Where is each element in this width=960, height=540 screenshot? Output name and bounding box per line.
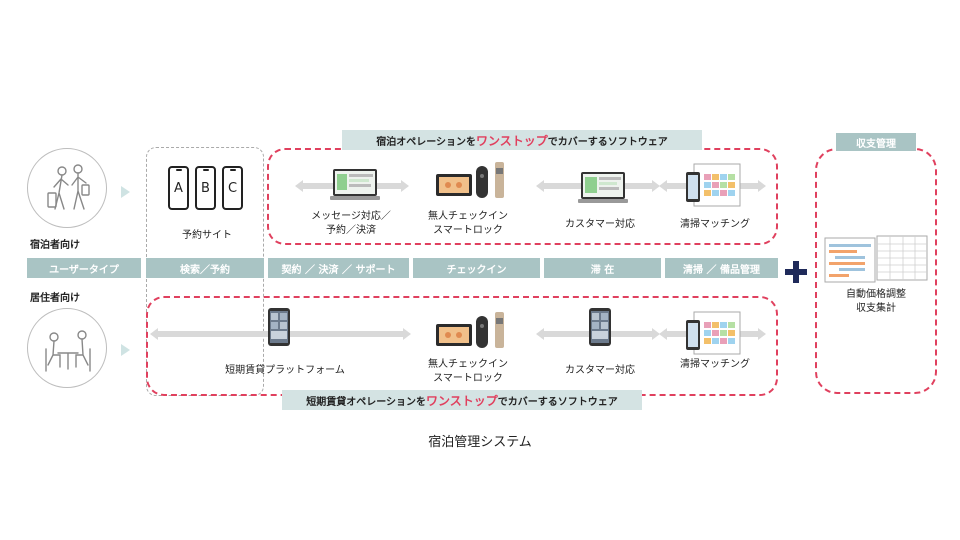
booking-phone-a: A bbox=[168, 166, 189, 210]
diagram-caption: 宿泊管理システム bbox=[428, 435, 532, 450]
cleaning-schedule-icon bbox=[686, 163, 741, 207]
guest-label: 宿泊者向け bbox=[30, 240, 80, 251]
bottom-cleaning-label: 清掃マッチング bbox=[680, 359, 750, 370]
resident-arrow bbox=[121, 344, 130, 356]
tag-contract: 契約 ／ 決済 ／ サポート bbox=[268, 258, 409, 278]
plus-icon bbox=[785, 261, 807, 283]
resident-illustration bbox=[27, 308, 107, 388]
rental-platform-label: 短期賃貸プラットフォーム bbox=[225, 365, 345, 376]
dining-couple-icon bbox=[45, 330, 91, 372]
tag-search: 検索／予約 bbox=[146, 258, 264, 278]
bottom-customer-label: カスタマー対応 bbox=[565, 365, 635, 376]
cleaning-schedule-icon-2 bbox=[686, 311, 741, 355]
laptop-support-icon bbox=[578, 172, 628, 203]
booking-phone-b: B bbox=[195, 166, 216, 210]
guest-illustration bbox=[27, 148, 107, 228]
booking-site-label: 予約サイト bbox=[182, 230, 232, 241]
resident-label: 居住者向け bbox=[30, 293, 80, 304]
messaging-label: メッセージ対応／予約／決済 bbox=[311, 211, 391, 236]
revenue-labels: 自動価格調整収支集計 bbox=[846, 289, 906, 314]
top-cleaning-label: 清掃マッチング bbox=[680, 219, 750, 230]
guest-arrow bbox=[121, 186, 130, 198]
support-phone-icon bbox=[589, 308, 611, 346]
tablet-and-lock-icon bbox=[436, 162, 504, 198]
rental-software-banner: 短期賃貸オペレーションをワンストップでカバーするソフトウェア bbox=[282, 390, 642, 410]
laptop-chat-icon bbox=[330, 169, 380, 200]
rental-app-phone-icon bbox=[268, 308, 290, 346]
top-customer-label: カスタマー対応 bbox=[565, 219, 635, 230]
tablet-and-lock-icon-2 bbox=[436, 312, 504, 348]
travelers-icon bbox=[47, 164, 90, 210]
revenue-report-icon bbox=[824, 235, 928, 283]
hotel-software-banner: 宿泊オペレーションをワンストップでカバーするソフトウェア bbox=[342, 130, 702, 150]
bottom-checkin-label: 無人チェックインスマートロック bbox=[428, 359, 508, 384]
tag-stay: 滞 在 bbox=[544, 258, 661, 278]
tag-user-type: ユーザータイプ bbox=[27, 258, 141, 278]
booking-phone-c: C bbox=[222, 166, 243, 210]
tag-cleaning: 清掃 ／ 備品管理 bbox=[665, 258, 778, 278]
top-checkin-label: 無人チェックインスマートロック bbox=[428, 211, 508, 236]
tag-checkin: チェックイン bbox=[413, 258, 540, 278]
revenue-management-header: 収支管理 bbox=[836, 133, 916, 151]
